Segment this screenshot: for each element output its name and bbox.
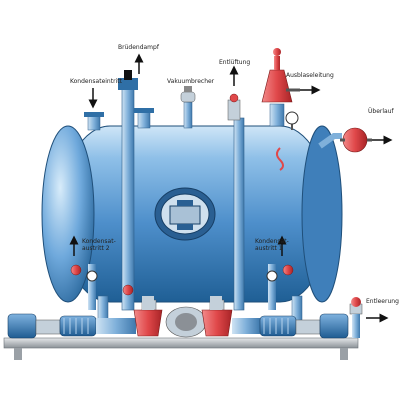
vent-valve [227,93,241,121]
nozzle-kondensateintritt [84,112,104,131]
label-kondensat-austritt-1-line2: austritt 1 [255,245,283,252]
overflow-trap [342,127,368,153]
vertical-pipe-right [233,117,245,311]
label-bruedendampf: Brüdendampf [118,44,159,51]
label-ueberlauf: Überlauf [368,108,394,115]
tank-end-left [41,125,95,303]
pump-left [7,313,97,339]
label-ausblaseleitung: Ausblaseleitung [286,72,334,79]
label-kondensateintritt: Kondensateintritt [70,78,122,85]
nozzle-bruedendampf [134,108,154,129]
pressure-gauge [285,111,299,125]
center-pump-group [96,296,260,338]
label-vakuumbrecher: Vakuumbrecher [167,78,215,85]
red-valve-left [133,309,163,337]
label-entleerung: Entleerung [366,298,399,305]
tank-end-right [301,125,343,303]
safety-valve [261,48,300,127]
drain-line [349,297,363,338]
label-entlueftung: Entlüftung [219,59,251,66]
overflow-assembly [276,111,372,171]
flow-arrows [69,53,393,323]
vertical-column-left [118,70,138,311]
label-kondensat-austritt-1: Kondensat- austritt 1 [255,238,289,252]
label-kondensat-austritt-2-line2: austritt 2 [82,245,110,252]
label-kondensat-austritt-1-line1: Kondensat- [255,238,289,245]
label-kondensat-austritt-2-line1: Kondensat- [82,238,116,245]
pump-right [259,313,349,339]
red-valve-right [201,309,233,337]
vacuum-breaker [180,86,196,129]
manhole [154,187,216,241]
label-kondensat-austritt-2: Kondensat- austritt 2 [82,238,116,252]
base-skid [3,337,359,360]
